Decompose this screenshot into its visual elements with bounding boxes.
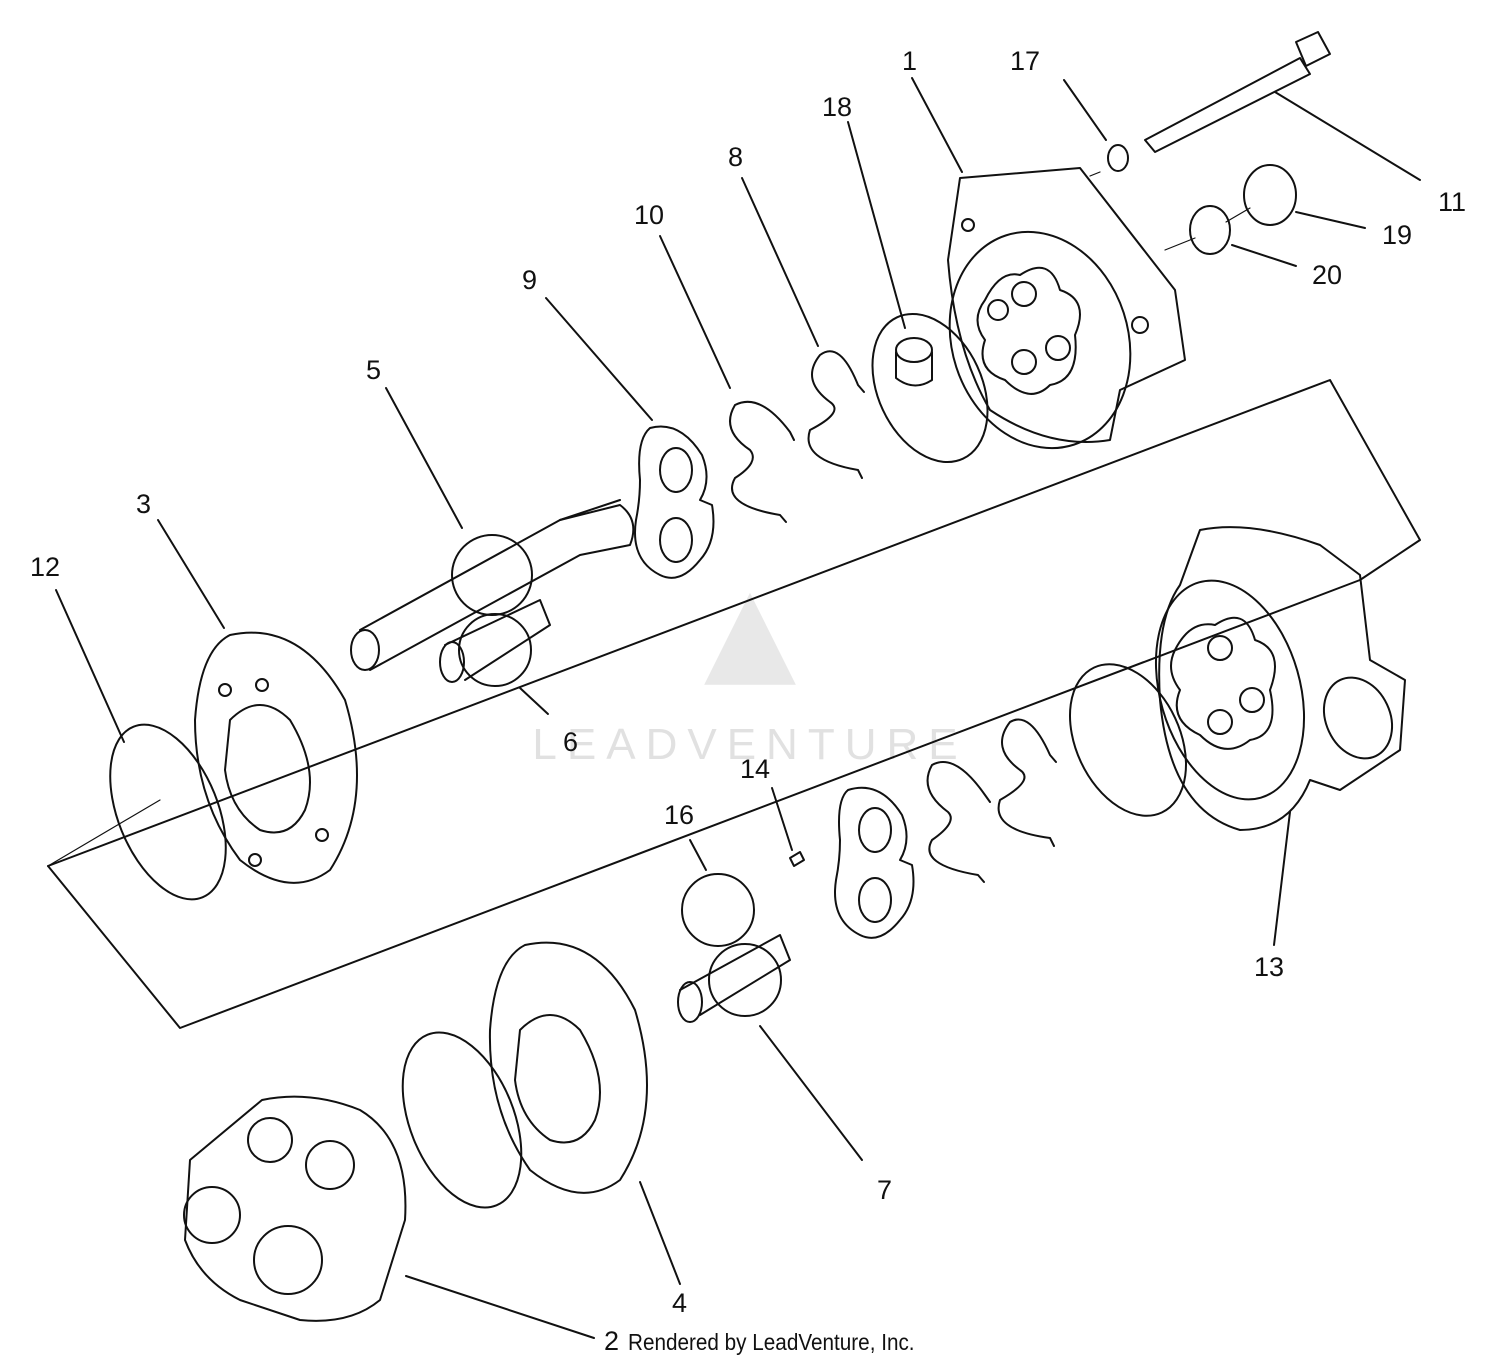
assembly-bracket	[47, 379, 1421, 867]
callout-2: 2	[604, 1326, 620, 1356]
part-7-gear-shaft	[677, 934, 791, 1023]
part-3-gear-housing	[194, 631, 358, 884]
flame-logo-icon: ▲	[703, 560, 797, 699]
callout-17: 17	[1010, 46, 1041, 76]
part-17-washer	[1107, 144, 1129, 172]
callout-7: 7	[877, 1175, 893, 1205]
part-11-bolt	[1144, 31, 1331, 153]
callout-16: 16	[664, 800, 695, 830]
assembly-bracket-lower	[47, 579, 1361, 1029]
part-13-o-ring	[1068, 663, 1188, 817]
callout-20: 20	[1312, 260, 1343, 290]
part-9-wear-plate	[634, 425, 715, 579]
part-13-front-housing	[1154, 526, 1406, 831]
callout-6: 6	[563, 727, 579, 757]
part-16-gear	[681, 873, 755, 947]
part-2-front-cover	[183, 1095, 407, 1322]
part-14-key	[789, 851, 805, 867]
callout-19: 19	[1382, 220, 1413, 250]
part-20-seal	[1189, 205, 1231, 255]
callout-18: 18	[822, 92, 853, 122]
part-5-drive-shaft-gear	[350, 499, 635, 671]
wear-plate-lower	[834, 786, 915, 939]
part-8-seal	[807, 350, 865, 479]
seal-lower-b	[926, 760, 991, 883]
watermark-text: LEADVENTURE	[532, 720, 968, 769]
part-10-seal	[729, 400, 795, 523]
callout-9: 9	[522, 265, 538, 295]
seal-lower-a	[997, 718, 1057, 847]
callout-12: 12	[30, 552, 61, 582]
part-1-rear-cover	[947, 167, 1186, 450]
callout-1: 1	[902, 46, 918, 76]
callout-8: 8	[728, 142, 744, 172]
leader-lines	[55, 77, 1421, 1339]
callout-13: 13	[1254, 952, 1285, 982]
part-4-gear-housing	[488, 941, 648, 1194]
callout-11: 11	[1438, 187, 1467, 217]
part-12-o-ring	[109, 723, 227, 901]
leadventure-watermark: ▲ LEADVENTURE	[490, 540, 1010, 840]
center-lines	[47, 171, 1251, 867]
callout-10: 10	[634, 200, 665, 230]
part-18-bushing	[895, 337, 933, 387]
part-19-bearing	[1243, 164, 1297, 226]
callout-4: 4	[672, 1288, 688, 1318]
callout-5: 5	[366, 355, 382, 385]
part-18-seal-ring	[871, 312, 989, 464]
part-4-o-ring	[401, 1031, 523, 1209]
callout-14: 14	[740, 754, 771, 784]
part-6-idler-gear	[439, 599, 551, 687]
render-credit: Rendered by LeadVenture, Inc.	[628, 1329, 915, 1355]
callout-3: 3	[136, 489, 152, 519]
